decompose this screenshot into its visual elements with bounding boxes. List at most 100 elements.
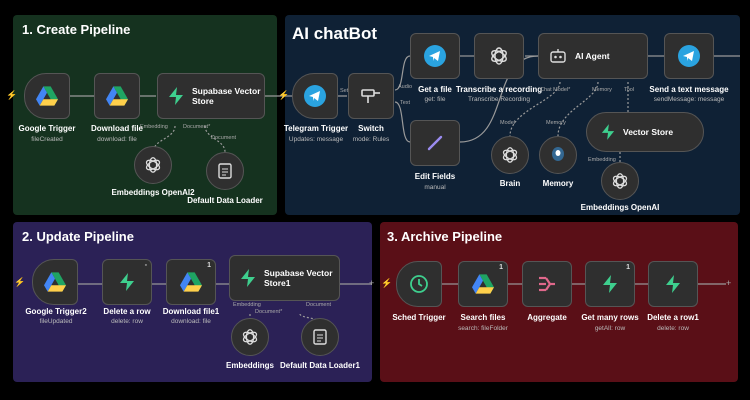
- port-embedding-chat: Embedding: [588, 157, 616, 163]
- supabase-icon: [665, 275, 681, 293]
- switch-node[interactable]: [348, 73, 394, 119]
- send-message-sub: sendMessage: message: [653, 96, 725, 103]
- download-file1-sub: download: file: [171, 318, 211, 325]
- add-node-plus-icon[interactable]: +: [726, 278, 732, 288]
- brain-node[interactable]: [491, 136, 529, 174]
- download-file1-node[interactable]: 1: [166, 259, 216, 305]
- delete-row1-node[interactable]: [648, 261, 698, 307]
- delete-row-node[interactable]: ▫: [102, 259, 152, 305]
- send-text-message-node[interactable]: [664, 33, 714, 79]
- switch-icon: [360, 87, 382, 105]
- port-audio: Audio: [398, 84, 413, 90]
- port-document-update: Document*: [255, 309, 283, 315]
- port-chat-model: Chat Model*: [540, 87, 571, 93]
- update-pipeline-title: 2. Update Pipeline: [22, 229, 134, 244]
- download-file-sub: download: file: [97, 136, 137, 143]
- document-icon: [218, 163, 232, 179]
- sched-trigger-node[interactable]: [396, 261, 442, 307]
- chatbot-title: AI chatBot: [292, 24, 377, 43]
- port-embedding: Embedding: [140, 124, 168, 130]
- clock-icon: [409, 274, 429, 294]
- search-files-sub: search: fileFolder: [458, 325, 508, 332]
- ai-agent-node[interactable]: AI Agent: [538, 33, 648, 79]
- robot-icon: [549, 48, 567, 64]
- memory-node[interactable]: [539, 136, 577, 174]
- edit-fields-sub: manual: [424, 184, 446, 191]
- supabase-icon: [602, 275, 618, 293]
- add-node-plus-icon[interactable]: +: [369, 278, 375, 288]
- google-trigger-sub: fileCreated: [31, 136, 63, 143]
- google-drive-icon: [36, 86, 58, 106]
- embeddings-openai-label: Embeddings OpenAI: [580, 203, 660, 212]
- vector-store-text: Vector Store: [623, 126, 674, 137]
- transcribe-recording-node[interactable]: [474, 33, 524, 79]
- aggregate-icon: [537, 275, 557, 293]
- edit-fields-node[interactable]: [410, 120, 460, 166]
- port-memory2: Memory: [546, 120, 566, 126]
- embeddings-openai-node[interactable]: [601, 162, 639, 200]
- google-trigger2-node[interactable]: [32, 259, 78, 305]
- port-document: Document*: [183, 124, 211, 130]
- get-file-node[interactable]: [410, 33, 460, 79]
- trigger-bolt-icon: ⚡: [381, 278, 393, 288]
- telegram-icon: [303, 84, 327, 108]
- openai-icon: [501, 146, 519, 164]
- supabase-icon: [168, 87, 184, 105]
- embeddings-openai2-label: Embeddings OpenAI2: [98, 188, 208, 197]
- supabase-icon: [240, 269, 256, 287]
- embeddings-openai2-text: Embeddings OpenAI2: [111, 188, 195, 197]
- create-pipeline-title: 1. Create Pipeline: [22, 22, 131, 37]
- download-file-label: Download file: [91, 124, 143, 133]
- aggregate-node[interactable]: [522, 261, 572, 307]
- port-document2: Document: [211, 135, 237, 141]
- openai-icon: [611, 172, 629, 190]
- transcribe-sub: Transcribe Recording: [468, 96, 530, 103]
- document-icon: [313, 329, 327, 345]
- telegram-icon: [423, 44, 447, 68]
- google-drive-icon: [44, 272, 66, 292]
- search-files-label: Search files: [460, 313, 506, 322]
- embeddings-label: Embeddings: [225, 361, 274, 370]
- telegram-trigger-label: Telegram Trigger: [283, 124, 349, 133]
- supabase-vector-store-node[interactable]: Supabase Vector Store: [157, 73, 265, 119]
- switch-label: Switch: [358, 124, 384, 133]
- supabase-vector-store1-node[interactable]: Supabase Vector Store1: [229, 255, 340, 301]
- google-drive-icon: [180, 272, 202, 292]
- telegram-trigger-node[interactable]: [292, 73, 338, 119]
- default-data-loader1-node[interactable]: [301, 318, 339, 356]
- get-many-rows-label: Get many rows: [581, 313, 639, 322]
- node-options-icon[interactable]: ▫: [144, 262, 147, 269]
- google-trigger2-label: Google Trigger2: [25, 307, 87, 316]
- embeddings-node[interactable]: [231, 318, 269, 356]
- ai-agent-text: AI Agent: [575, 50, 610, 61]
- default-data-loader-label: Default Data Loader: [187, 196, 263, 205]
- port-model: Model: [500, 120, 515, 126]
- trigger-bolt-icon: ⚡: [6, 90, 18, 100]
- embeddings-openai2-node[interactable]: [134, 146, 172, 184]
- run-count-badge: 1: [626, 264, 630, 271]
- trigger-bolt-icon: ⚡: [14, 277, 26, 287]
- port-set: Set: [340, 88, 349, 94]
- delete-row-label: Delete a row: [103, 307, 151, 316]
- sched-trigger-label: Sched Trigger: [392, 313, 446, 322]
- download-file-node[interactable]: [94, 73, 140, 119]
- telegram-trigger-sub: Updates: message: [288, 136, 344, 143]
- google-trigger-node[interactable]: [24, 73, 70, 119]
- port-text: Text: [400, 100, 411, 106]
- get-file-sub: get: file: [424, 96, 446, 103]
- run-count-badge: 1: [207, 262, 211, 269]
- vector-store-node[interactable]: Vector Store: [586, 112, 704, 152]
- memory-label: Memory: [542, 179, 574, 188]
- google-trigger2-sub: fileUpdated: [39, 318, 73, 325]
- supabase-vector-store-text: Supabase Vector Store: [192, 85, 261, 106]
- supabase-vector-store1-text: Supabase Vector Store1: [264, 267, 333, 288]
- search-files-node[interactable]: 1: [458, 261, 508, 307]
- get-many-rows-node[interactable]: 1: [585, 261, 635, 307]
- port-memory: Memory: [592, 87, 612, 93]
- openai-icon: [144, 156, 162, 174]
- edit-fields-label: Edit Fields: [414, 172, 456, 181]
- trigger-bolt-icon: ⚡: [278, 90, 290, 100]
- delete-row1-label: Delete a row1: [647, 313, 699, 322]
- delete-row-sub: delete: row: [111, 318, 143, 325]
- default-data-loader-node[interactable]: [206, 152, 244, 190]
